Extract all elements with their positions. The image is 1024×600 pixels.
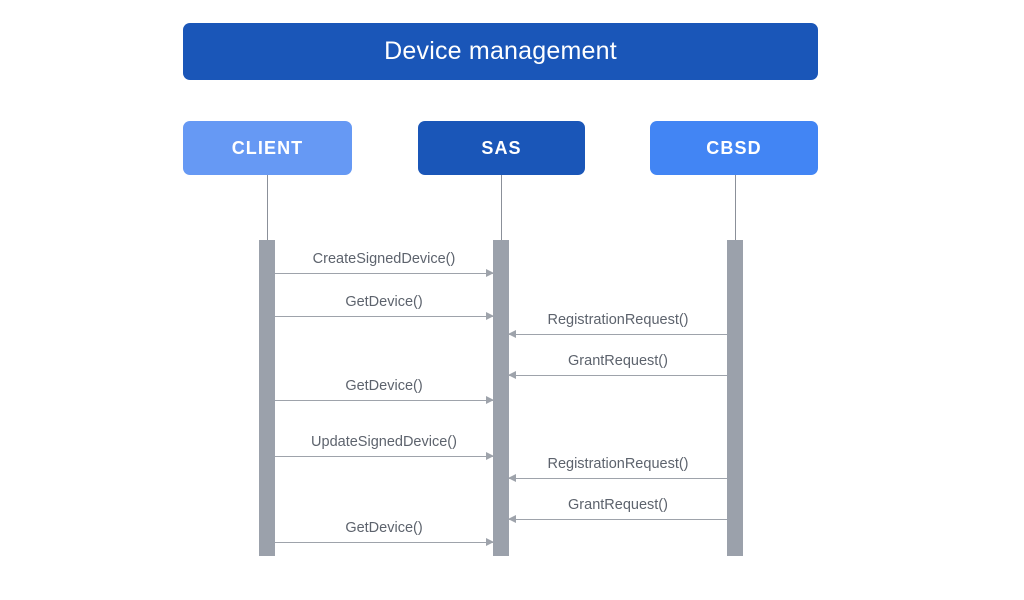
message-label-3: RegistrationRequest() xyxy=(547,312,689,328)
message-line-8 xyxy=(509,519,727,520)
participant-label-sas: SAS xyxy=(481,137,522,158)
message-label-4: GrantRequest() xyxy=(568,353,668,369)
message-line-5 xyxy=(275,400,493,401)
message-line-2 xyxy=(275,316,493,317)
activation-bar-client xyxy=(259,240,275,556)
message-line-7 xyxy=(509,478,727,479)
activation-bar-sas xyxy=(493,240,509,556)
participant-box-sas[interactable]: SAS xyxy=(418,121,585,175)
message-arrowhead-7 xyxy=(508,474,516,482)
message-line-3 xyxy=(509,334,727,335)
message-label-6: UpdateSignedDevice() xyxy=(311,434,457,450)
message-arrowhead-2 xyxy=(486,312,494,320)
message-line-1 xyxy=(275,273,493,274)
message-arrowhead-3 xyxy=(508,330,516,338)
message-arrowhead-4 xyxy=(508,371,516,379)
message-line-6 xyxy=(275,456,493,457)
message-label-9: GetDevice() xyxy=(345,520,423,536)
message-arrowhead-6 xyxy=(486,452,494,460)
message-arrowhead-1 xyxy=(486,269,494,277)
message-label-5: GetDevice() xyxy=(345,378,423,394)
message-arrowhead-9 xyxy=(486,538,494,546)
participant-label-client: CLIENT xyxy=(231,137,304,158)
message-line-9 xyxy=(275,542,493,543)
message-arrowhead-5 xyxy=(486,396,494,404)
participant-box-cbsd[interactable]: CBSD xyxy=(650,121,818,175)
message-label-8: GrantRequest() xyxy=(568,497,668,513)
message-label-2: GetDevice() xyxy=(345,294,423,310)
diagram-title-text: Device management xyxy=(384,37,617,65)
message-label-1: CreateSignedDevice() xyxy=(312,251,456,267)
message-label-7: RegistrationRequest() xyxy=(547,456,689,472)
diagram-title-box: Device management xyxy=(183,23,818,80)
activation-bar-cbsd xyxy=(727,240,743,556)
participant-box-client[interactable]: CLIENT xyxy=(183,121,352,175)
message-arrowhead-8 xyxy=(508,515,516,523)
participant-label-cbsd: CBSD xyxy=(706,137,762,158)
message-line-4 xyxy=(509,375,727,376)
